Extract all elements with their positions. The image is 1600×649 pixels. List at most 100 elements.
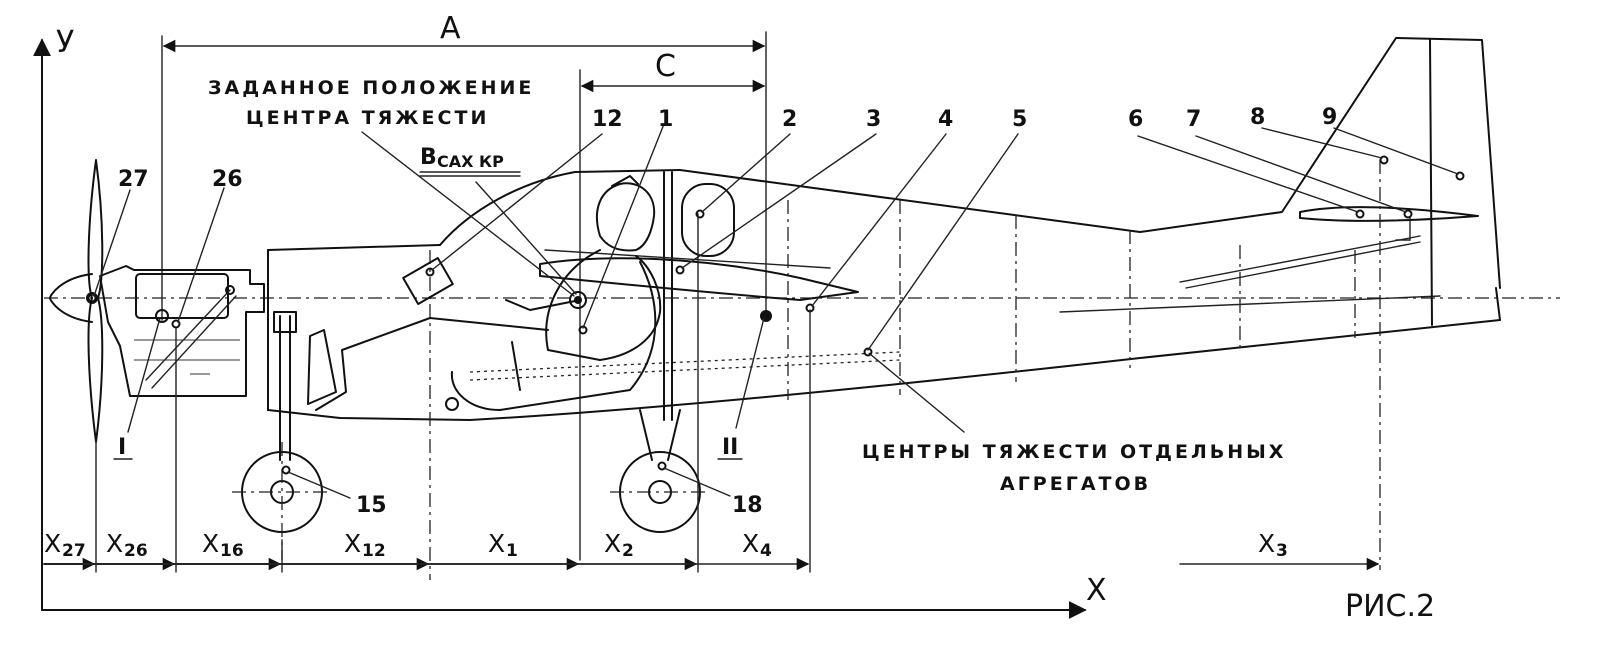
leader-ii [735,317,765,429]
dim-a-label: A [440,11,461,46]
pilot-foot [307,329,337,405]
front-strut-top [273,311,297,333]
cg-point-2 [695,209,705,219]
svg-text:X: X [742,529,759,558]
fuselage [44,169,1560,580]
leader-1 [582,123,665,329]
cg-caption-line2: ЦЕНТРА ТЯЖЕСТИ [246,107,489,129]
leader-8 [1261,127,1383,159]
svg-text:3: 3 [1276,541,1288,561]
pilot-goggles [611,175,639,187]
svg-text:2: 2 [622,541,634,561]
side-window [681,183,735,257]
svg-text:1: 1 [506,541,518,561]
front-wheel-axis [232,442,332,560]
cg-point-9 [1455,171,1465,181]
units-caption-line2: АГРЕГАТОВ [1000,473,1151,495]
cg-target-dot [574,296,582,304]
mac-label-sub: САХ КР [437,152,504,171]
stringer-aft [1059,295,1441,313]
callout-18: 18 [732,493,763,518]
cg-point-6 [1355,209,1365,219]
stabilizer [1299,206,1479,222]
callout-15: 15 [356,493,387,518]
xdim-3-label: X 3 [1258,529,1288,561]
cg-points [87,155,1465,475]
cg-point-27 [87,293,97,303]
rudder-hinge [1429,39,1433,326]
front-strut [279,315,291,461]
cg-point-12 [425,267,435,277]
xdim-27-label: X 27 [44,529,86,561]
pilot-body [545,249,662,361]
callout-8: 8 [1250,105,1265,130]
cg-point-8 [1379,155,1389,165]
leader-5 [867,133,1019,351]
fuselage-spine [679,169,1141,233]
xdim-1-label: X 1 [488,529,518,561]
x-dimensions: X 27 X 26 X 16 X 12 X 1 X 2 X 4 X 3 [43,213,1380,573]
cg-point-18 [657,461,667,471]
fuselage-top-front [267,244,441,251]
engine [49,159,265,443]
callout-6: 6 [1128,107,1143,132]
landing-gear-front [232,311,332,560]
control-stick [511,341,521,391]
pilot-arm [505,299,581,311]
svg-text:12: 12 [362,541,386,561]
x-axis-label: X [1086,573,1107,608]
engine-mount-1 [145,289,231,381]
rudder-pedal [445,397,459,411]
svg-text:X: X [106,529,123,558]
figure-label: РИС.2 [1345,589,1435,624]
mac-label-main: В [420,145,437,170]
vertical-fin [1139,37,1501,289]
stringer-upper [1179,235,1421,283]
canopy [439,169,681,246]
leader-units [869,353,965,433]
leader-cg [361,131,575,297]
leader-i [127,317,161,433]
spinner [49,273,93,323]
frame-label-i: I [118,435,126,460]
svg-text:27: 27 [62,541,86,561]
callout-27: 27 [118,167,149,192]
instrument-panel [402,257,454,305]
leader-18 [663,467,731,497]
svg-text:X: X [1258,529,1275,558]
callout-2: 2 [782,107,797,132]
cg-point-3 [675,265,685,275]
units-caption-line1: ЦЕНТРЫ ТЯЖЕСТИ ОТДЕЛЬНЫХ [862,441,1286,463]
svg-text:4: 4 [760,541,772,561]
stringer-upper-2 [1185,241,1421,289]
pilot-leg [315,317,549,411]
callout-numbers: 27 26 12 1 2 3 4 5 6 7 8 9 15 18 [118,105,1337,518]
engine-mount-2 [151,295,237,389]
fuselage-belly [267,319,1501,421]
leader-4 [811,133,947,307]
svg-text:X: X [604,529,621,558]
leader-27 [93,189,131,297]
axes: У X [33,25,1107,619]
leader-3 [681,133,877,269]
xdim-12-label: X 12 [344,529,386,561]
leader-2 [701,133,791,213]
pilot-figure [307,175,662,411]
stringer-lower [469,351,901,373]
dim-c-label: C [655,49,676,84]
svg-text:X: X [202,529,219,558]
xdim-26-label: X 26 [106,529,148,561]
stringer-lower-2 [469,359,901,381]
main-strut [639,409,681,461]
svg-text:26: 26 [124,541,148,561]
cg-point-i [155,309,169,323]
leader-lines [93,123,1459,499]
engine-cylinder [135,273,229,319]
callout-4: 4 [938,107,953,132]
leader-15 [287,471,351,499]
y-axis-label: У [56,25,74,60]
cowling [99,265,265,397]
leader-mac [475,181,577,295]
svg-text:16: 16 [220,541,244,561]
